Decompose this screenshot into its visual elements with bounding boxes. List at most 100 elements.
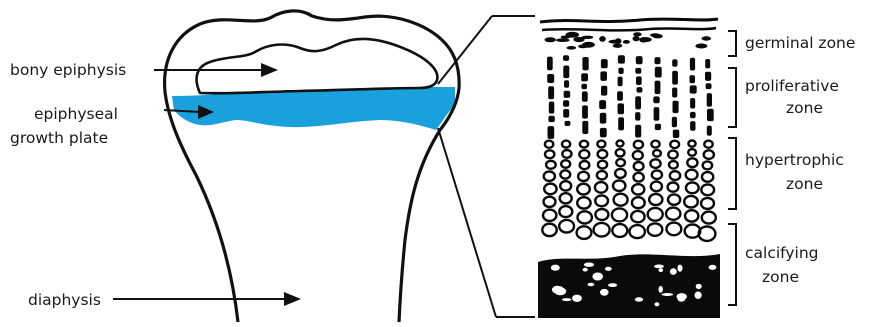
proliferative-cell — [618, 77, 623, 87]
proliferative-cell — [618, 68, 623, 74]
proliferative-cell — [563, 100, 569, 107]
bone-outline — [165, 11, 460, 322]
calcified-lacuna — [583, 268, 588, 272]
label-calcifying-line2: zone — [762, 268, 799, 286]
calcified-lacuna — [661, 293, 673, 296]
proliferative-cell — [582, 105, 588, 118]
bone-illustration — [165, 11, 460, 322]
proliferative-cell — [672, 117, 677, 128]
calcified-lacuna — [608, 283, 617, 287]
proliferative-cell — [655, 57, 661, 64]
calcified-lacuna — [635, 297, 643, 301]
germinal-cell — [608, 40, 619, 44]
proliferative-cell — [600, 71, 607, 81]
proliferative-cell — [600, 113, 607, 124]
proliferative-cell — [564, 80, 569, 88]
label-proliferative-line1: proliferative — [745, 77, 839, 95]
calcified-lacuna — [554, 287, 566, 295]
calcified-lacuna — [572, 295, 582, 302]
germinal-cell — [633, 32, 642, 36]
calcified-lacuna — [659, 268, 664, 272]
bony-epiphysis-outline — [197, 39, 438, 93]
proliferative-cell — [690, 75, 696, 83]
germinal-cell — [573, 37, 584, 42]
proliferative-cell — [547, 74, 554, 83]
zoom-connector-lines — [438, 16, 535, 317]
label-diaphysis: diaphysis — [28, 291, 101, 309]
proliferative-cell — [654, 107, 660, 121]
proliferative-cell — [617, 91, 623, 101]
label-calcifying-line1: calcifying — [745, 244, 818, 262]
calcified-lacuna — [678, 265, 683, 272]
proliferative-cell — [672, 88, 677, 98]
proliferative-cell — [705, 72, 711, 81]
proliferative-cell — [582, 91, 588, 101]
arrow-head-bony-epiphysis — [261, 63, 278, 77]
calcified-lacuna — [709, 265, 717, 270]
calcified-lacuna — [659, 286, 663, 293]
calcified-lacuna — [654, 265, 664, 269]
proliferative-cell — [548, 86, 554, 99]
proliferative-cell — [637, 87, 643, 93]
germinal-cell — [702, 36, 712, 40]
proliferative-cell — [601, 59, 608, 68]
label-growth-plate-line2: growth plate — [10, 129, 108, 147]
germinal-cell — [652, 34, 662, 38]
proliferative-cell — [707, 109, 714, 122]
proliferative-cell — [581, 84, 587, 90]
germinal-cell — [561, 36, 571, 39]
proliferative-cell — [653, 96, 659, 103]
proliferative-cell — [705, 59, 710, 68]
proliferative-cell — [547, 57, 553, 71]
calcified-lacuna — [584, 263, 594, 267]
proliferative-cell — [565, 121, 571, 126]
proliferative-cell — [673, 130, 680, 138]
zone-brackets — [728, 31, 736, 305]
germinal-cell — [633, 36, 640, 41]
proliferative-cell — [707, 93, 712, 107]
proliferative-cell — [690, 112, 696, 118]
germinal-cell — [599, 36, 606, 42]
germinal-cell — [695, 44, 707, 49]
calcified-lacuna — [670, 268, 677, 275]
proliferative-cell — [690, 121, 695, 131]
proliferative-cell — [582, 121, 588, 134]
growth-plate-histology — [538, 14, 720, 318]
proliferative-cell — [635, 68, 641, 74]
proliferative-cell — [690, 98, 695, 109]
calcified-lacuna — [600, 289, 609, 296]
calcified-lacuna — [655, 302, 660, 306]
calcified-matrix — [538, 254, 720, 318]
label-bony-epiphysis: bony epiphysis — [10, 61, 126, 79]
calcified-lacuna — [695, 292, 702, 299]
label-growth-plate-line1: epiphyseal — [34, 105, 118, 123]
bracket-calcifying — [728, 224, 736, 305]
germinal-cell — [640, 37, 652, 42]
proliferative-cell — [548, 116, 554, 122]
proliferative-cell — [655, 124, 661, 130]
proliferative-cell — [706, 83, 712, 89]
proliferative-cell — [601, 86, 607, 96]
bracket-hypertrophic — [728, 138, 736, 209]
proliferative-cell — [563, 66, 569, 79]
proliferative-cell — [636, 76, 642, 85]
proliferative-cell — [599, 100, 606, 109]
label-hypertrophic-line2: zone — [786, 175, 823, 193]
label-proliferative-line2: zone — [786, 99, 823, 117]
proliferative-cell — [582, 57, 588, 70]
proliferative-cell — [548, 126, 555, 139]
proliferative-cell — [563, 109, 569, 118]
germinal-cell — [613, 44, 623, 48]
calcified-lacuna — [696, 284, 702, 289]
proliferative-cell — [581, 73, 588, 81]
proliferative-cell — [564, 91, 571, 98]
proliferative-cell — [618, 103, 625, 114]
calcified-lacuna — [551, 265, 560, 271]
calcified-lacuna — [592, 273, 603, 281]
germinal-cell — [545, 37, 556, 42]
label-germinal-zone: germinal zone — [745, 34, 855, 52]
calcified-lacuna — [678, 296, 686, 302]
proliferative-cell — [636, 56, 643, 64]
